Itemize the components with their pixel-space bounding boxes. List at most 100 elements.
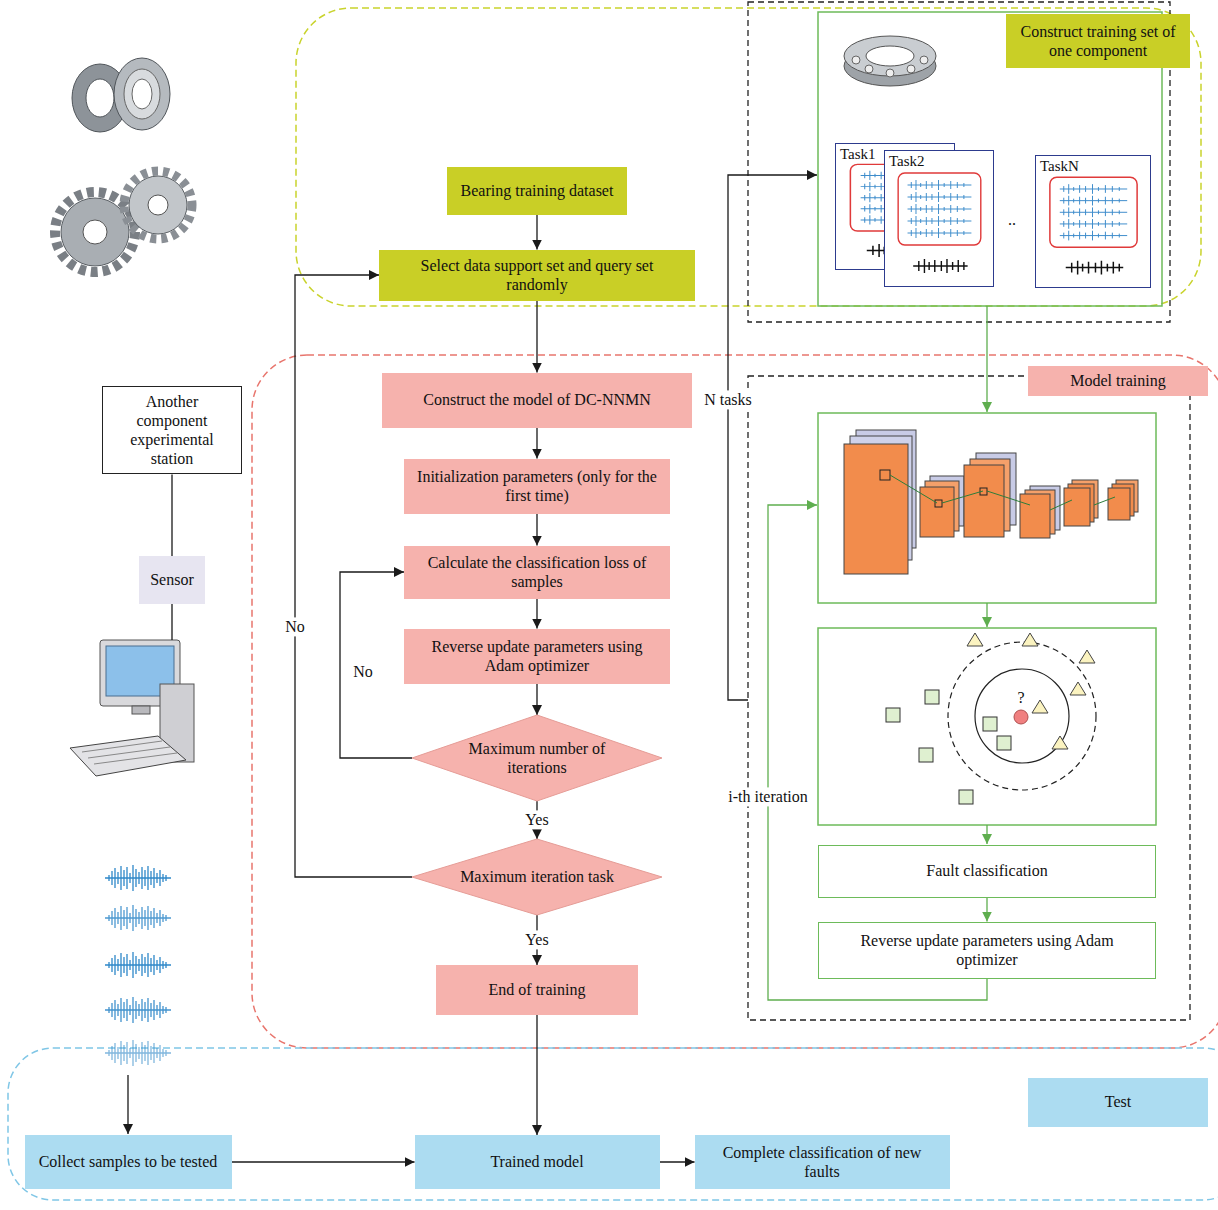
node-text: Task2 <box>889 152 925 170</box>
sample-waves <box>1060 207 1127 217</box>
cnn-illustration <box>964 465 1004 537</box>
computer-illustration <box>70 640 194 776</box>
gear-photo <box>129 176 187 234</box>
gear-photo <box>55 171 192 272</box>
process-box: Initialization parameters (only for the … <box>404 459 670 514</box>
task-box: Task2 <box>884 150 994 287</box>
cluster-illustration <box>1014 710 1028 724</box>
cluster-illustration <box>1022 633 1038 646</box>
cluster-illustration <box>975 669 1069 763</box>
panel-frame <box>748 376 1190 1020</box>
thrust-bearing-photo <box>865 65 873 73</box>
bearing-photo <box>72 58 170 132</box>
process-box: End of training <box>436 965 638 1015</box>
sample-waves <box>908 192 972 202</box>
bearing-photo <box>132 79 152 109</box>
edge-label: Yes <box>523 930 550 949</box>
cnn-illustration <box>844 430 1138 574</box>
thrust-bearing-photo <box>886 69 894 77</box>
node-text: TaskN <box>1040 157 1079 175</box>
computer-illustration <box>70 736 186 776</box>
test-region <box>8 1048 1218 1200</box>
ellipsis-label: .. <box>1006 210 1018 229</box>
model-training-region <box>252 355 1218 1048</box>
signal-waveforms <box>105 997 171 1023</box>
cluster-illustration <box>886 708 900 722</box>
process-box: Complete classification of new faults <box>695 1135 950 1189</box>
cluster-illustration <box>959 790 973 804</box>
node-text: Select data support set and query set ra… <box>388 256 686 294</box>
process-box: Reverse update parameters using Adam opt… <box>404 629 670 684</box>
signal-waveforms <box>105 905 171 931</box>
thrust-bearing-photo <box>844 36 936 86</box>
flow-arrow <box>986 306 987 412</box>
task-loop-arrow <box>728 175 817 700</box>
signal-waveforms <box>105 1040 171 1066</box>
connector-arrow <box>536 1015 537 1135</box>
cluster-illustration <box>886 633 1096 804</box>
node-text: Collect samples to be tested <box>39 1152 218 1171</box>
flow-arrow <box>127 1075 128 1134</box>
panel-frame <box>818 628 1156 825</box>
signal-waveforms <box>105 952 171 978</box>
connector-arrow <box>536 514 537 546</box>
connector-arrow <box>340 572 412 758</box>
node-text: End of training <box>489 980 586 999</box>
process-box: Collect samples to be tested <box>25 1135 232 1189</box>
thrust-bearing-photo <box>844 36 936 76</box>
connector-arrow <box>536 301 537 373</box>
bearing-photo <box>86 79 114 117</box>
task-signals <box>1036 156 1150 287</box>
computer-illustration <box>82 741 177 764</box>
edge-label: Yes <box>523 810 550 829</box>
cnn-illustration <box>920 487 954 537</box>
panel-frame <box>748 2 1190 1020</box>
process-box: Construct the model of DC-NNMN <box>382 373 692 428</box>
process-box: Calculate the classification loss of sam… <box>404 546 670 599</box>
node-text: Complete classification of new faults <box>704 1143 941 1181</box>
cnn-illustration <box>1064 488 1090 526</box>
diamond-shape <box>412 715 662 801</box>
cnn-illustration <box>844 444 908 574</box>
node-text: Fault classification <box>926 861 1047 880</box>
node-text: Trained model <box>490 1152 583 1171</box>
edge-label: No <box>283 617 307 636</box>
cnn-illustration <box>935 500 942 507</box>
decision-diamond: Maximum number of iterations <box>412 715 662 801</box>
cluster-illustration <box>967 633 983 646</box>
region-outline <box>8 8 1218 1200</box>
gear-photo <box>61 198 129 266</box>
section-label: Test <box>1028 1078 1208 1127</box>
computer-illustration <box>132 706 150 714</box>
station-box: Another component experimental station <box>102 386 242 475</box>
sample-waves <box>1060 184 1127 240</box>
section-label: Construct training set of one component <box>1006 14 1190 68</box>
process-box: Reverse update parameters using Adam opt… <box>818 922 1156 979</box>
task-box: TaskN <box>1035 155 1151 288</box>
node-text: Reverse update parameters using Adam opt… <box>828 931 1146 969</box>
bearing-photo <box>114 58 170 130</box>
thrust-bearing-photo <box>866 46 914 66</box>
node-text: Bearing training dataset <box>461 181 614 200</box>
sample-frame <box>1050 177 1137 247</box>
gear-photo <box>124 171 192 239</box>
loop-label: i-th iteration <box>726 787 810 806</box>
sample-waves <box>908 180 972 190</box>
node-text: Maximum iteration task <box>460 867 614 886</box>
sample-waves <box>1060 196 1127 206</box>
sensor-cable <box>171 604 172 640</box>
cnn-illustration <box>880 470 890 480</box>
flow-arrow <box>986 825 987 844</box>
cluster-illustration <box>886 690 1011 804</box>
connector-arrow <box>536 215 537 250</box>
node-text: Construct training set of one component <box>1015 22 1181 60</box>
node-text: Maximum number of iterations <box>465 739 610 777</box>
flow-arrow <box>986 603 987 627</box>
cluster-illustration <box>1032 700 1048 713</box>
connector-arrow <box>536 599 537 629</box>
cnn-illustration <box>1020 494 1050 538</box>
node-text: Construct the model of DC-NNMN <box>423 390 651 409</box>
section-label: Model training <box>1028 366 1208 396</box>
panel-frame <box>818 413 1156 603</box>
